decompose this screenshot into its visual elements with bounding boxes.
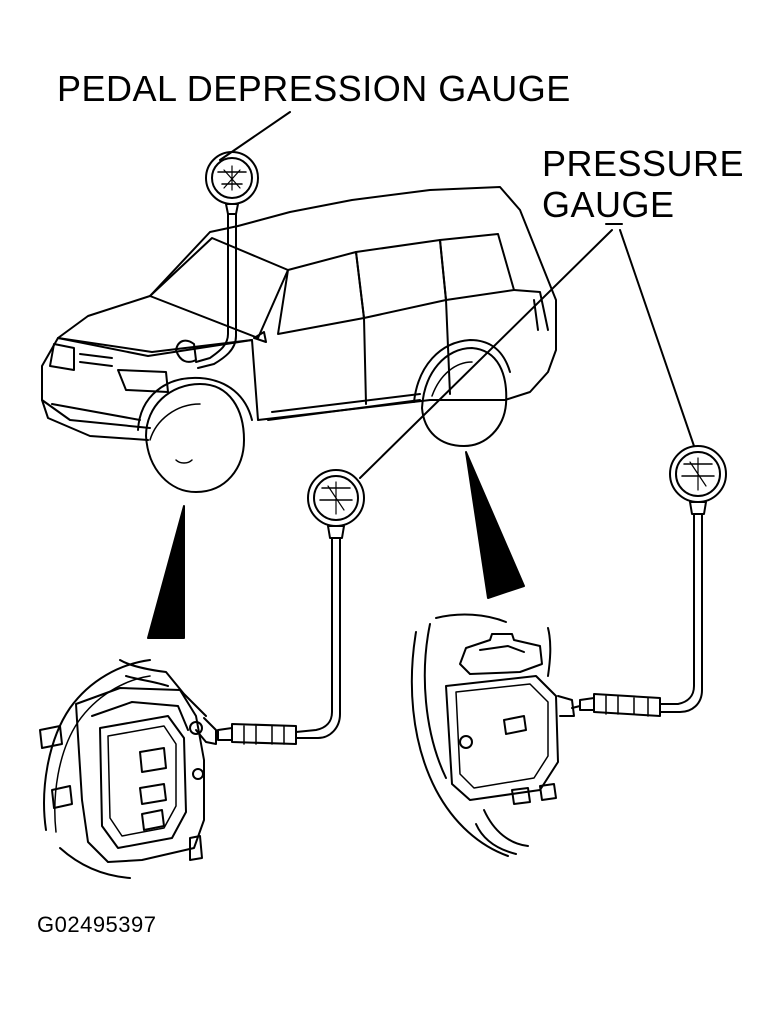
pressure-gauge-leader-right [619, 229, 695, 447]
pointer-arrow-icon [147, 451, 525, 639]
rear-wheel-pointer [465, 451, 525, 599]
brake-caliper-icon [39, 659, 217, 879]
gauge-icon [669, 445, 727, 515]
gauge-icon [205, 151, 259, 215]
gauge-icon [307, 469, 365, 539]
pressure-gauge-label: PRESSURE GAUGE [542, 143, 744, 225]
pressure-gauge-leader-left [359, 229, 613, 479]
pressure-gauge-right [579, 223, 727, 717]
pressure-gauge-label-line2: GAUGE [542, 184, 675, 225]
front-wheel-pointer [147, 505, 185, 639]
brake-caliper-icon [410, 613, 581, 857]
pressure-gauge-left [217, 229, 613, 745]
pressure-gauge-label-line1: PRESSURE [542, 143, 745, 184]
figure-code: G02495397 [37, 912, 157, 937]
pedal-depression-gauge [195, 111, 291, 369]
suv-vehicle-icon [41, 186, 557, 493]
pedal-gauge-label: PEDAL DEPRESSION GAUGE [57, 68, 571, 109]
